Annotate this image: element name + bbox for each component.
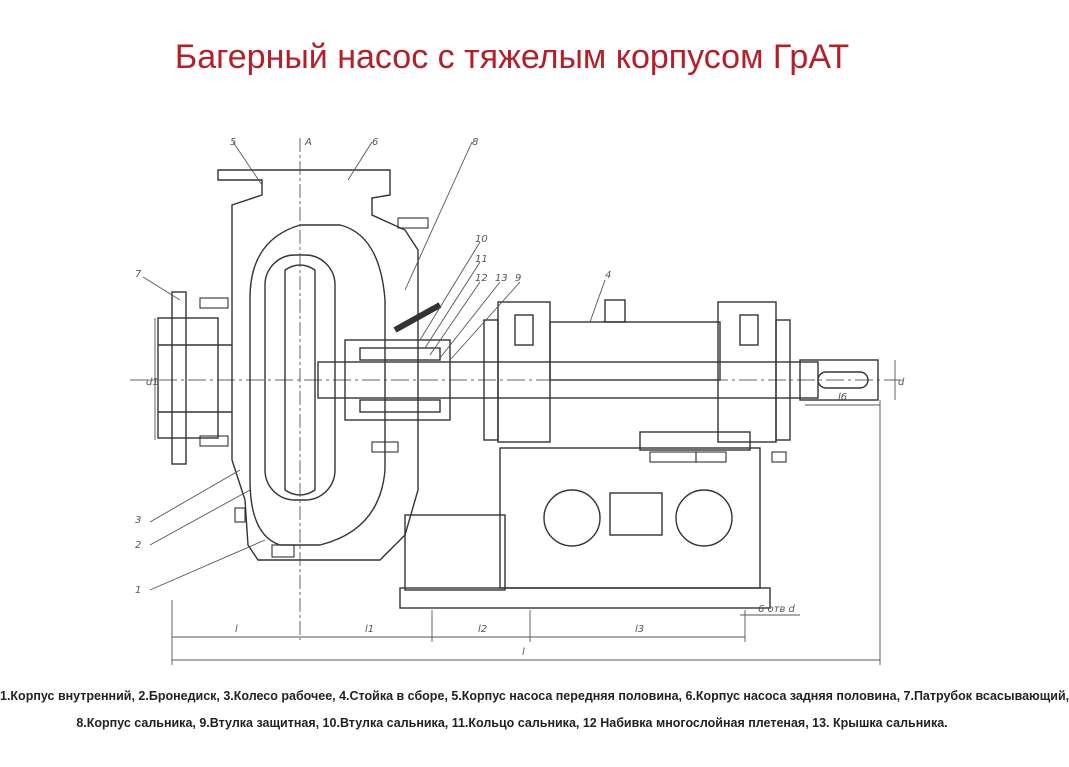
callout-7: 7 — [135, 269, 142, 280]
dim-d: d — [898, 377, 905, 388]
dim-holes: 6 отв d — [758, 604, 796, 615]
callout-1: 1 — [135, 585, 141, 596]
stuffing-box — [344, 302, 451, 421]
pump-assembly-drawing: 5 6 8 A 7 4 10 11 12 13 9 3 2 1 d1 d l 6 … — [130, 137, 905, 665]
parts-legend: 1.Корпус внутренний, 2.Бронедиск, 3.Коле… — [0, 683, 1069, 737]
legend-line-2: 8.Корпус сальника, 9.Втулка защитная, 10… — [76, 716, 948, 730]
callout-12: 12 — [475, 273, 488, 284]
callout-10: 10 — [475, 234, 488, 245]
dim-l3: l3 — [635, 624, 644, 635]
suction-nozzle — [157, 291, 232, 465]
callout-13: 13 — [495, 273, 508, 284]
callout-3: 3 — [135, 515, 141, 526]
base-pedestal — [399, 431, 771, 609]
dim-d1: d1 — [146, 377, 159, 388]
bearing-frame — [483, 299, 791, 443]
dim-l: l — [235, 624, 238, 635]
dim-l6: l6 — [838, 392, 847, 403]
leader-lines — [142, 138, 606, 640]
dim-l2: l2 — [478, 624, 487, 635]
callout-11: 11 — [475, 254, 488, 265]
callout-8: 8 — [472, 137, 478, 148]
callout-2: 2 — [135, 540, 141, 551]
callout-4: 4 — [605, 270, 611, 281]
dim-l-total: l — [522, 647, 525, 658]
callout-9: 9 — [515, 273, 521, 284]
callout-5: 5 — [230, 137, 236, 148]
bolts — [199, 217, 787, 558]
page-title: Багерный насос с тяжелым корпусом ГрАТ — [174, 38, 850, 76]
callout-6: 6 — [372, 137, 378, 148]
dimension-lines — [154, 318, 896, 665]
legend-line-1: 1.Корпус внутренний, 2.Бронедиск, 3.Коле… — [0, 689, 1069, 703]
shaft — [130, 359, 900, 401]
dim-l1: l1 — [365, 624, 374, 635]
section-mark-a: A — [304, 137, 312, 148]
